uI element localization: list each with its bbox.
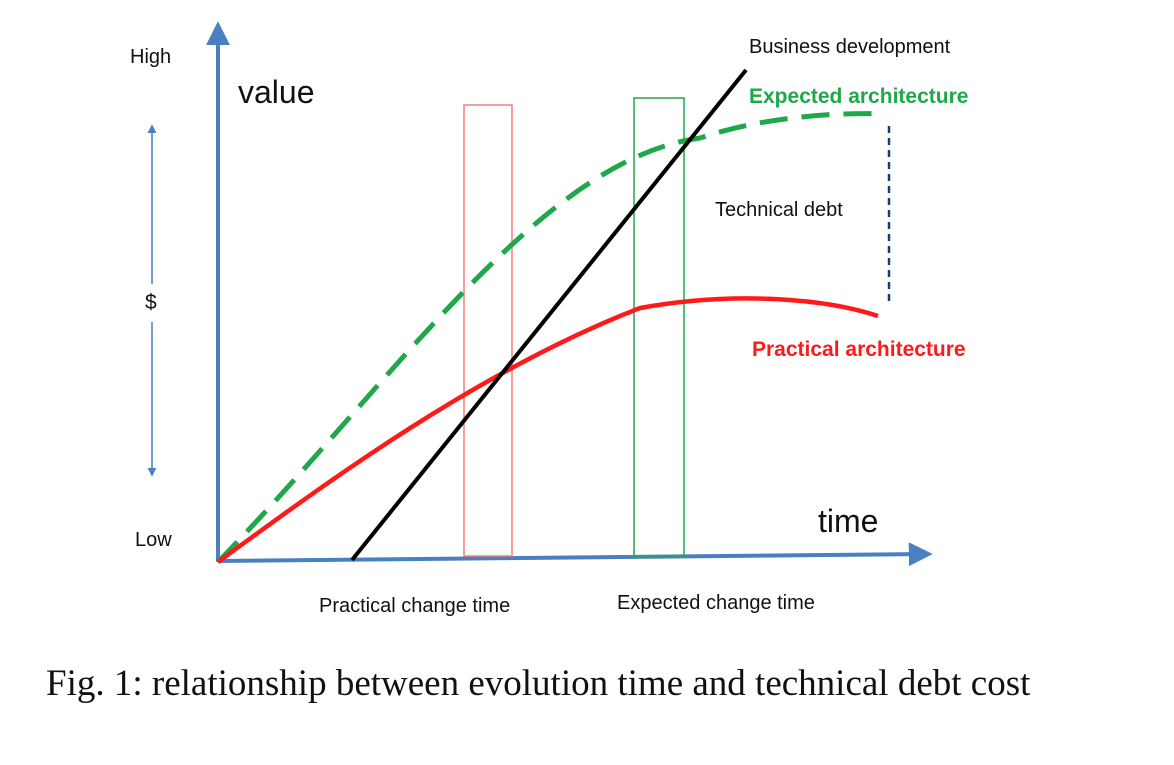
expected-architecture-curve xyxy=(216,111,886,564)
expected-architecture-label: Expected architecture xyxy=(749,85,968,108)
dollar-label: $ xyxy=(145,291,157,314)
expected-change-window xyxy=(633,97,685,557)
time-label: time xyxy=(818,503,878,539)
high-label: High xyxy=(130,46,171,68)
practical-architecture-curve xyxy=(216,296,879,564)
low-label: Low xyxy=(135,529,172,551)
practical-change-time-label: Practical change time xyxy=(319,595,510,617)
x-axis xyxy=(217,542,933,567)
business-development-line xyxy=(350,68,748,562)
figure-caption: Fig. 1: relationship between evolution t… xyxy=(46,663,1031,704)
technical-debt-label: Technical debt xyxy=(715,199,843,221)
expected-change-time-label: Expected change time xyxy=(617,592,815,614)
practical-change-window xyxy=(463,104,513,557)
business-development-label: Business development xyxy=(749,36,951,58)
value-label: value xyxy=(238,74,315,110)
practical-architecture-label: Practical architecture xyxy=(752,338,966,361)
